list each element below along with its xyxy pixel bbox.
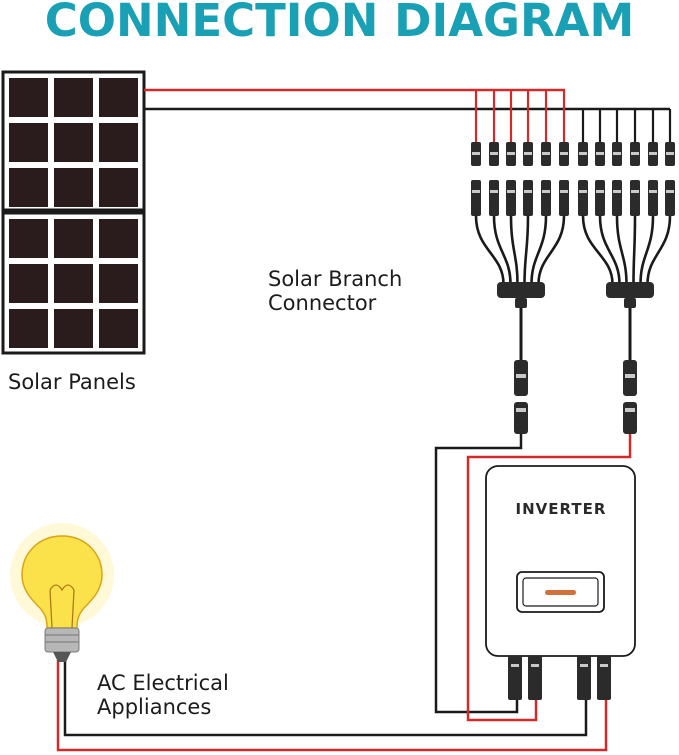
branch-label-line2: Connector bbox=[268, 291, 377, 315]
branch-input bbox=[646, 109, 675, 285]
branch-label-line1: Solar Branch bbox=[268, 267, 403, 291]
inverter-indicator bbox=[545, 590, 576, 595]
solar-cell bbox=[9, 123, 48, 162]
solar-cell bbox=[54, 123, 93, 162]
solar-cell bbox=[54, 264, 93, 303]
inverter-display-inner bbox=[522, 577, 599, 607]
negative-wire-to-inverter bbox=[434, 434, 523, 714]
bulb-base bbox=[44, 627, 80, 653]
solar-cell bbox=[54, 78, 93, 117]
branch-input bbox=[578, 109, 614, 285]
branch-input bbox=[612, 109, 628, 285]
solar-cell bbox=[99, 309, 138, 348]
solar-panels-label: Solar Panels bbox=[8, 370, 136, 394]
solar-cell bbox=[9, 219, 48, 258]
branch-connector-icon bbox=[497, 282, 654, 308]
solar-cell bbox=[99, 219, 138, 258]
solar-cell bbox=[54, 309, 93, 348]
solar-cell bbox=[54, 168, 93, 207]
solar-cell bbox=[9, 264, 48, 303]
ac-live-wire bbox=[56, 660, 608, 752]
branch-input bbox=[506, 90, 519, 285]
solar-cell bbox=[99, 78, 138, 117]
page-title: CONNECTION DIAGRAM bbox=[44, 0, 635, 47]
solar-cell bbox=[99, 264, 138, 303]
ac-label-line2: Appliances bbox=[97, 695, 212, 719]
branch-input bbox=[639, 109, 658, 285]
branch-input bbox=[523, 90, 533, 285]
ac-label-line1: AC Electrical bbox=[97, 671, 229, 695]
mc4-connector-icon bbox=[514, 360, 637, 434]
solar-cell bbox=[99, 123, 138, 162]
branch-input bbox=[471, 90, 505, 285]
positive-wire-to-inverter bbox=[466, 434, 632, 722]
solar-cell bbox=[9, 78, 48, 117]
inverter-label: INVERTER bbox=[516, 500, 607, 518]
panel-output-wires bbox=[144, 88, 670, 111]
inverter-icon: INVERTER bbox=[485, 465, 636, 700]
panels-label-text: Solar Panels bbox=[8, 370, 136, 394]
ac-neutral-wire bbox=[63, 660, 588, 737]
solar-cells bbox=[9, 78, 138, 348]
branch-input bbox=[537, 90, 569, 285]
branch-connector-label: Solar Branch Connector bbox=[268, 267, 402, 315]
branch-input bbox=[530, 90, 551, 285]
solar-cell bbox=[9, 168, 48, 207]
inverter-body bbox=[485, 465, 636, 657]
branch-drops bbox=[471, 90, 675, 285]
branch-input bbox=[489, 90, 512, 285]
solar-panel-icon bbox=[1, 70, 146, 355]
branch-input bbox=[630, 109, 640, 285]
solar-cell bbox=[99, 168, 138, 207]
ac-appliances-label: AC Electrical Appliances bbox=[97, 671, 229, 719]
solar-cell bbox=[9, 309, 48, 348]
branch-hub-left bbox=[497, 282, 545, 298]
light-bulb-icon bbox=[10, 523, 114, 662]
solar-cell bbox=[54, 219, 93, 258]
branch-hub-right bbox=[606, 282, 654, 298]
branch-input bbox=[595, 109, 621, 285]
